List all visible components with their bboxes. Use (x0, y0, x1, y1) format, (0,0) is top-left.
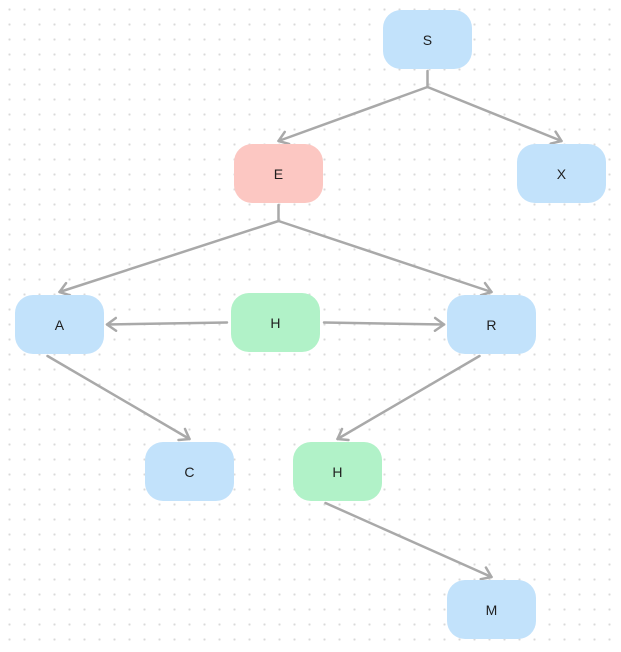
node-h-upper[interactable]: H (231, 293, 320, 352)
node-r[interactable]: R (447, 295, 536, 354)
node-m-label: M (485, 601, 498, 618)
node-e-label: E (273, 165, 284, 182)
node-r-label: R (486, 316, 497, 333)
node-h-lower-label: H (332, 463, 343, 480)
node-e[interactable]: E (234, 144, 323, 203)
node-s[interactable]: S (383, 10, 472, 69)
edge-s-to-e (277, 85, 429, 143)
edge-r-to-h2-arrowhead (336, 427, 350, 442)
node-c[interactable]: C (145, 442, 234, 501)
edge-r-to-h2 (336, 354, 481, 441)
edge-e-to-a-arrowhead (58, 281, 72, 297)
edge-s-to-x-arrowhead (549, 130, 563, 145)
edge-h1-to-a (105, 321, 229, 326)
edge-h1-to-r (322, 321, 446, 326)
node-a-label: A (54, 316, 65, 333)
node-x[interactable]: X (517, 144, 606, 203)
edge-h1-to-a-arrowhead (105, 316, 118, 332)
edge-a-to-c-arrowhead (177, 427, 191, 442)
edge-h1-to-r-arrowhead (433, 316, 446, 332)
edge-e-to-r-arrowhead (479, 281, 493, 297)
edge-a-to-c (46, 354, 191, 441)
node-s-label: S (422, 31, 433, 48)
node-h-upper-label: H (270, 314, 281, 331)
edge-e-to-a (58, 219, 280, 294)
edge-h2-to-m (324, 501, 493, 579)
node-c-label: C (184, 463, 195, 480)
edge-s-to-x (426, 85, 563, 143)
node-h-lower[interactable]: H (293, 442, 382, 501)
node-a[interactable]: A (15, 295, 104, 354)
node-m[interactable]: M (447, 580, 536, 639)
node-x-label: X (556, 165, 567, 182)
edge-h2-to-m-arrowhead (479, 566, 493, 581)
edge-s-to-e-arrowhead (277, 130, 291, 146)
edge-e-to-r (277, 219, 493, 294)
